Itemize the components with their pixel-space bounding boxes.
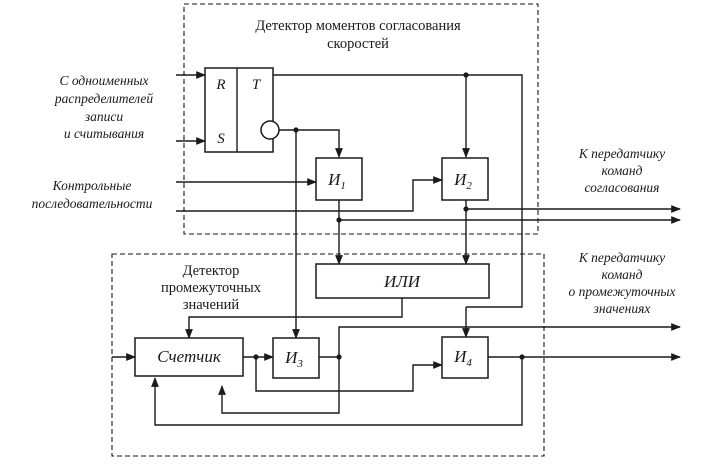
and2-gate — [441, 157, 489, 201]
sync-detector-title-2: скоростей — [327, 36, 389, 52]
counter-label: Счетчик — [157, 347, 222, 366]
and3-reset-counter-wire — [218, 357, 340, 414]
and4-label: И4 — [453, 347, 472, 369]
counter-to-and4-wire — [255, 357, 443, 392]
or-label: ИЛИ — [383, 272, 422, 291]
sync-detector-title-1: Детектор моментов согласования — [255, 18, 461, 34]
control-seq-label-1: Контрольные — [52, 178, 132, 193]
intermediate-output-wire-1 — [338, 323, 681, 357]
sync-output-label-3: согласования — [585, 180, 660, 195]
sync-detector-frame — [183, 3, 539, 235]
trigger-inverse-output — [260, 120, 280, 140]
or-gate — [315, 263, 490, 299]
trigger-r-pin: R — [215, 77, 225, 93]
intermediate-output-label-1: К передатчику — [578, 250, 665, 265]
intermediate-output-label-4: значениях — [593, 301, 651, 316]
or-to-counter-wire — [185, 298, 403, 339]
and1-label: И1 — [327, 170, 346, 192]
intermediate-detector-title-1: Детектор — [183, 263, 240, 279]
and3-label: И3 — [284, 348, 303, 370]
intermediate-detector-frame — [111, 253, 545, 457]
trigger-t-pin: T — [252, 77, 262, 93]
and4-gate — [441, 336, 489, 379]
trigger-s-pin: S — [217, 131, 225, 147]
and4-feedback-counter-wire — [151, 357, 523, 426]
counter-block — [134, 337, 244, 377]
trigger-t-wire — [273, 74, 523, 308]
intermediate-output-label-2: команд — [602, 267, 643, 282]
distributors-label-1: С одноименных — [59, 73, 148, 88]
distributors-label-4: и считывания — [64, 126, 144, 141]
control-to-and2-wire — [176, 176, 443, 212]
and3-gate — [272, 337, 320, 379]
sync-output-label-2: команд — [602, 163, 643, 178]
distributors-label-3: записи — [84, 109, 124, 124]
intermediate-detector-title-3: значений — [183, 297, 240, 313]
and2-label: И2 — [453, 170, 472, 192]
sync-output-label-1: К передатчику — [578, 146, 665, 161]
intermediate-output-label-3: о промежуточных — [568, 284, 675, 299]
inverse-to-and1-wire — [279, 129, 343, 158]
intermediate-detector-title-2: промежуточных — [161, 280, 262, 296]
rs-trigger — [204, 67, 274, 153]
control-seq-label-2: последовательности — [32, 196, 153, 211]
distributors-label-2: распределителей — [54, 91, 154, 106]
